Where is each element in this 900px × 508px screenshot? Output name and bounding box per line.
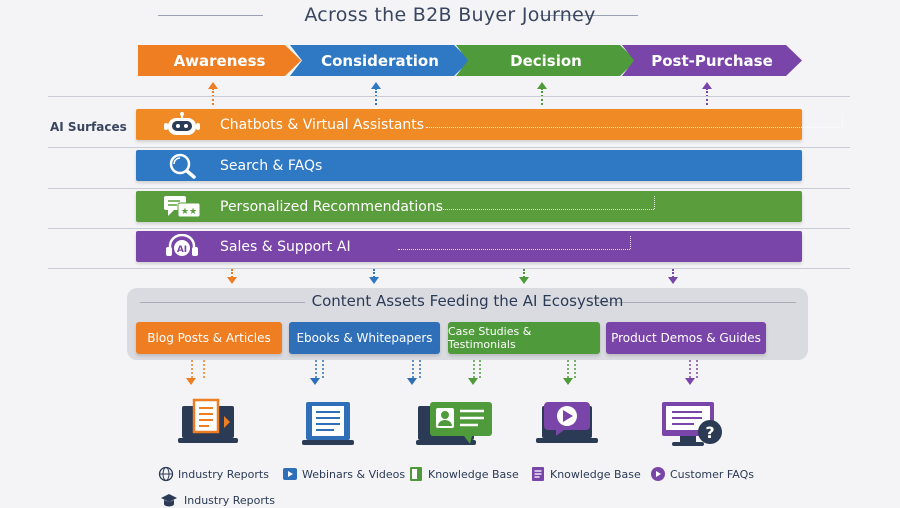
title-rule-left [158,15,263,16]
legend-label: Customer FAQs [670,467,754,481]
stage-awareness: Awareness [138,45,301,76]
document-laptop-icon [178,398,238,443]
arrowhead-down [227,277,237,284]
legend-label: Webinars & Videos [302,467,406,481]
content-assets-title: Content Assets Feeding the AI Ecosystem [311,292,624,310]
svg-text:★★: ★★ [181,207,197,217]
asset-label: Blog Posts & Articles [147,331,271,345]
divider [48,268,850,269]
arrowhead-down [369,277,379,284]
search-icon [169,153,196,179]
asset-label: Product Demos & Guides [611,331,761,345]
arrow-down [523,269,525,278]
legend-label: Industry Reports [184,493,275,507]
bar-label: Personalized Recommendations [220,198,444,215]
connector [630,236,631,249]
graduation-cap-icon [161,494,177,507]
bar-label: Chatbots & Virtual Assistants [220,116,425,133]
legend-webinars-videos: Webinars & Videos [282,466,405,482]
arrow-down [373,269,375,278]
knowledge-green-icon [410,467,422,481]
bar-label: Sales & Support AI [220,238,351,255]
divider [48,228,850,229]
chat-recommendations-icon: ★★ [164,196,201,218]
knowledge-purple-icon [532,467,544,481]
robot-icon [164,112,200,135]
stage-label: Post-Purchase [651,51,773,70]
bar-search-faqs: Search & FAQs [136,150,802,181]
ai-surfaces-label: AI Surfaces [50,120,127,134]
stage-consideration: Consideration [290,45,470,76]
arrowhead-up [702,82,712,89]
headset-ai-icon: AI [166,234,198,256]
device-arrows [186,360,698,385]
stage-decision: Decision [456,45,636,76]
connector [426,127,842,128]
legend-knowledge-base-2: Knowledge Base [530,466,641,482]
bar-chatbots: Chatbots & Virtual Assistants [136,109,843,140]
bar-label: Search & FAQs [220,157,323,174]
asset-blog-posts: Blog Posts & Articles [136,322,282,354]
globe-icon [158,466,174,482]
arrow-down [672,269,674,278]
svg-text:?: ? [705,423,714,442]
asset-product-demos: Product Demos & Guides [606,322,766,354]
asset-label: Case Studies & Testimonials [448,325,532,351]
legend-label: Knowledge Base [550,467,641,481]
arrow-down [231,269,233,278]
connector [436,209,654,210]
faq-bubble-icon [651,467,665,481]
connector [398,249,630,250]
panel-title-rule [140,302,305,303]
legend-industry-reports: Industry Reports [158,466,269,482]
asset-label: Ebooks & Whitepapers [296,331,433,345]
profile-card-icon [416,402,492,445]
legend-customer-faqs: Customer FAQs [650,466,754,482]
svg-text:AI: AI [177,245,187,255]
arrowhead-up [537,82,547,89]
ebook-icon [302,402,354,445]
stage-label: Consideration [321,51,439,70]
legend-industry-reports-2: Industry Reports [158,492,275,508]
play-icon [283,468,297,480]
asset-case-studies: Case Studies & Testimonials [448,322,600,354]
page-subtitle: Across the B2B Buyer Journey [304,4,596,26]
divider [48,147,850,148]
stage-post-purchase: Post-Purchase [622,45,802,76]
title-rule-right [540,15,638,16]
connector [842,114,843,127]
faq-monitor-icon: ? [662,402,722,446]
arrowhead-up [371,82,381,89]
video-play-icon [536,402,598,443]
panel-title-rule [596,302,796,303]
connector [654,196,655,209]
legend-knowledge-base: Knowledge Base [408,466,519,482]
bar-sales-support-ai: AI Sales & Support AI [136,231,802,262]
bar-personalized-recommendations: ★★ Personalized Recommendations [136,191,802,222]
stage-label: Awareness [173,51,266,70]
legend-label: Knowledge Base [428,467,519,481]
divider [48,188,850,189]
stage-label: Decision [510,51,582,70]
divider [48,96,850,97]
asset-ebooks: Ebooks & Whitepapers [289,322,440,354]
arrowhead-down [519,277,529,284]
arrowhead-down [668,277,678,284]
arrowhead-up [208,82,218,89]
legend-label: Industry Reports [178,467,269,481]
